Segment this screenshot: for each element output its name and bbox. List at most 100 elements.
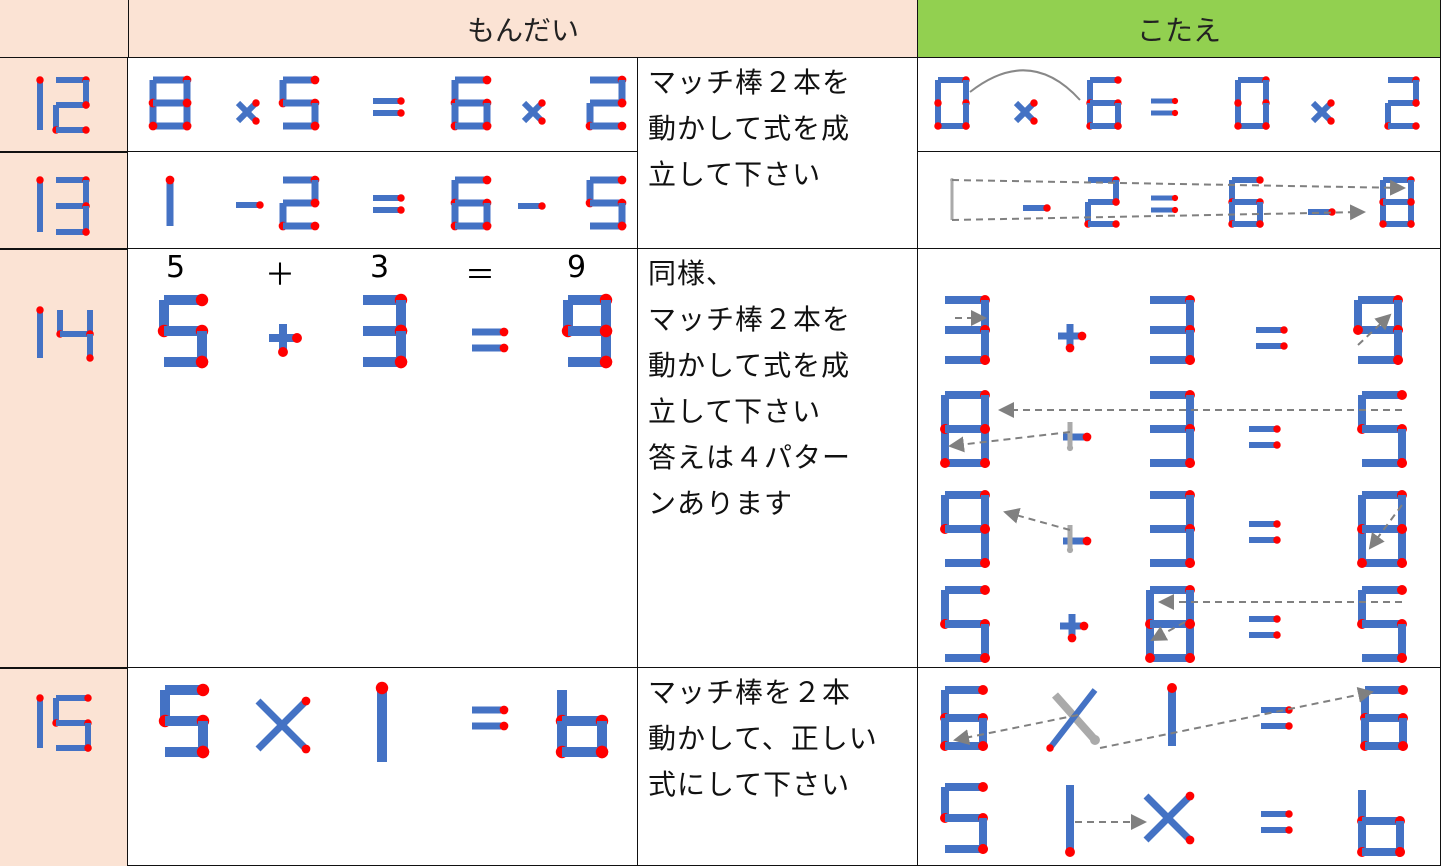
- match-head: [397, 194, 405, 202]
- match-head: [252, 117, 260, 125]
- move-arrow: [1003, 508, 1071, 531]
- match-head: [482, 121, 492, 131]
- match-head: [1167, 683, 1177, 693]
- match-head: [1185, 558, 1195, 568]
- match-head: [310, 221, 320, 231]
- match-head: [1397, 585, 1407, 595]
- problem-cell-14: [128, 249, 638, 668]
- match-head: [165, 175, 175, 185]
- times-b: [1143, 793, 1193, 843]
- match-head: [1046, 744, 1054, 752]
- match-head: [1082, 536, 1092, 546]
- header-problem: もんだい: [128, 0, 918, 58]
- instruction-cell-12-13: [638, 58, 918, 249]
- match-head: [1407, 198, 1415, 206]
- match-head: [1397, 458, 1407, 468]
- match-head: [1327, 117, 1335, 125]
- caption-op1: ＋: [265, 258, 295, 293]
- match-head: [84, 694, 92, 702]
- match-head: [256, 201, 264, 209]
- match-head: [962, 122, 970, 130]
- match-head: [1262, 122, 1270, 130]
- match-head: [1273, 520, 1281, 528]
- row-divider-14: [0, 667, 128, 669]
- match-head: [1273, 441, 1281, 449]
- match-head: [82, 228, 90, 236]
- match-head: [934, 122, 942, 130]
- row-divider-13: [0, 248, 128, 250]
- match-head: [310, 198, 320, 208]
- match-head: [1171, 109, 1179, 117]
- match-head: [1066, 444, 1074, 452]
- match-head: [397, 97, 405, 105]
- instruction-12: マッチ棒２本を 動かして式を成 立して下さい: [648, 66, 852, 191]
- match-head: [1357, 558, 1367, 568]
- match-head: [1145, 653, 1155, 663]
- match-head: [978, 685, 988, 695]
- match-head: [1030, 117, 1038, 125]
- match-head: [1353, 325, 1363, 335]
- match-head: [1066, 546, 1074, 554]
- match-head: [1234, 99, 1242, 107]
- match-head: [978, 844, 988, 854]
- match-head: [538, 117, 546, 125]
- match-head: [1397, 524, 1407, 534]
- match-head: [86, 354, 94, 362]
- match-head: [1327, 99, 1335, 107]
- match-head: [538, 202, 546, 210]
- match-head: [1185, 791, 1195, 801]
- move-arrow: [951, 179, 1406, 196]
- match-head: [538, 99, 546, 107]
- match-head: [195, 355, 209, 369]
- caption-op2: ＝: [465, 258, 495, 293]
- match-head: [482, 75, 492, 85]
- match-head: [1397, 390, 1407, 400]
- match-head: [375, 681, 389, 695]
- match-head: [599, 324, 613, 338]
- match-head: [1412, 122, 1420, 130]
- instruction-cell-14: [638, 249, 918, 668]
- match-head: [1185, 619, 1195, 629]
- match-head: [1398, 685, 1408, 695]
- times-b: [255, 698, 309, 752]
- match-head: [1398, 741, 1408, 751]
- match-head: [980, 558, 990, 568]
- match-head: [1280, 342, 1288, 350]
- match-head: [1273, 631, 1281, 639]
- match-head: [1256, 176, 1264, 184]
- match-head: [1273, 425, 1281, 433]
- match-head: [617, 221, 627, 231]
- move-arrow: [1099, 686, 1374, 749]
- problem-cell-12: [128, 58, 638, 152]
- move-arrow: [1357, 313, 1392, 346]
- match-head: [301, 744, 311, 754]
- match-head: [980, 653, 990, 663]
- match-head: [978, 741, 988, 751]
- match-head: [1171, 194, 1179, 202]
- match-head: [1065, 343, 1075, 353]
- match-head: [1397, 558, 1407, 568]
- move-arrow: [1150, 621, 1186, 641]
- match-head: [978, 782, 988, 792]
- match-head: [1114, 76, 1122, 84]
- match-head: [278, 347, 288, 357]
- caption-c: 9: [567, 250, 587, 285]
- match-head: [595, 745, 609, 759]
- match-head: [397, 109, 405, 117]
- move-arrow: [953, 714, 1079, 746]
- caption-b: 3: [370, 250, 390, 285]
- match-head: [1030, 99, 1038, 107]
- match-head: [1185, 835, 1195, 845]
- times-b: [1013, 100, 1037, 124]
- match-head: [1412, 99, 1420, 107]
- match-head: [394, 355, 408, 369]
- move-arrow: [1368, 504, 1403, 550]
- match-head: [617, 121, 627, 131]
- match-head: [301, 696, 311, 706]
- match-head: [182, 98, 192, 108]
- problem-cell-13: [128, 152, 638, 249]
- match-head: [482, 175, 492, 185]
- match-head: [182, 121, 192, 131]
- match-head: [1185, 458, 1195, 468]
